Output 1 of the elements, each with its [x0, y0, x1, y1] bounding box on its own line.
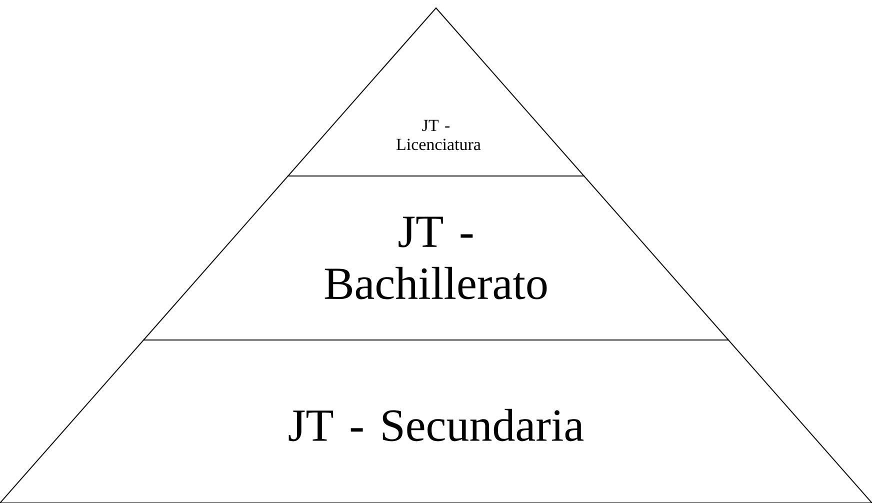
pyramid-level: JT - Secundaria: [0, 340, 872, 503]
